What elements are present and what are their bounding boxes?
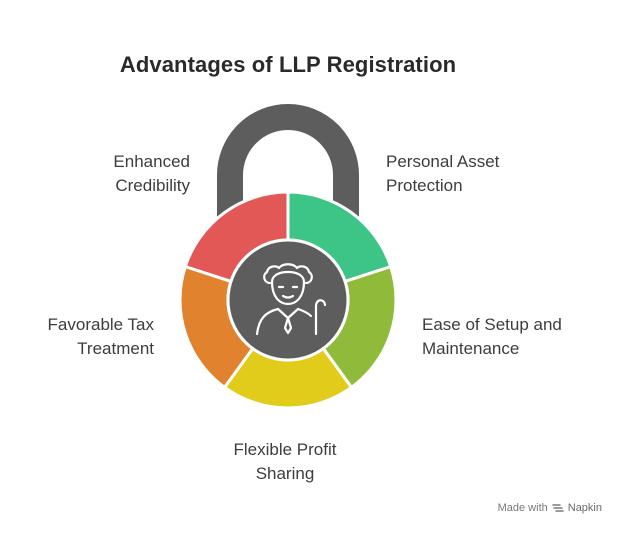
made-with-napkin-footer[interactable]: Made with Napkin [498,502,602,514]
label-line: Credibility [115,176,190,195]
label-enhanced-credibility: Enhanced Credibility [40,150,190,198]
label-line: Flexible Profit [233,440,337,459]
footer-made-with: Made with [497,502,548,514]
label-personal-asset-protection: Personal Asset Protection [386,150,566,198]
center-circle [226,238,350,362]
page-title: Advantages of LLP Registration [119,52,457,77]
label-line: Enhanced [113,152,190,171]
label-line: Maintenance [422,339,520,358]
padlock-segments [178,190,398,410]
label-line: Sharing [255,464,315,483]
label-line: Personal Asset [386,152,500,171]
elderly-person-with-cane-icon [255,263,327,336]
label-line: Ease of Setup and [422,315,562,334]
label-ease-of-setup: Ease of Setup and Maintenance [422,313,612,361]
label-line: Protection [386,176,463,195]
label-flexible-profit-sharing: Flexible Profit Sharing [200,438,370,486]
label-line: Treatment [77,339,154,358]
napkin-logo-icon [551,504,564,512]
padlock-shackle [217,104,359,218]
label-favorable-tax-treatment: Favorable Tax Treatment [10,313,154,361]
footer-brand: Napkin [567,502,602,514]
label-line: Favorable Tax [47,315,154,334]
